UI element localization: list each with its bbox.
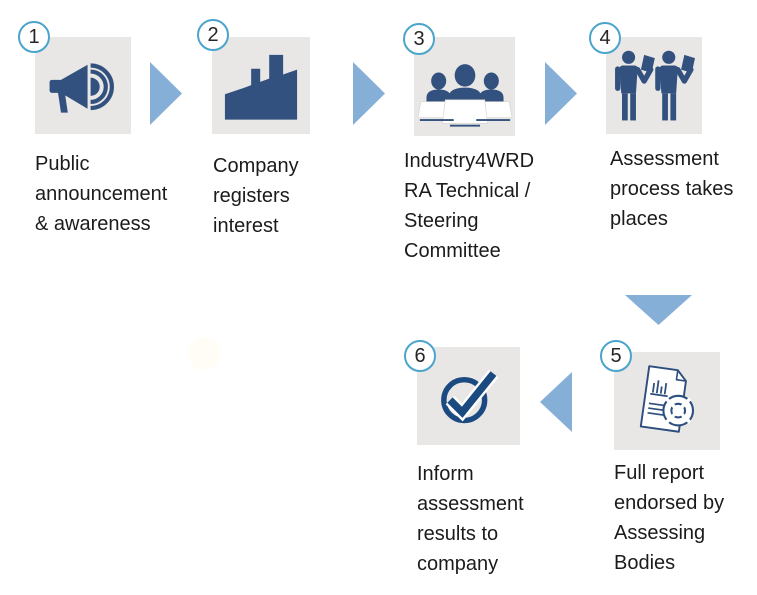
step-number-badge: 5: [600, 340, 632, 372]
checkmark-icon: [440, 369, 498, 424]
step-tile: [417, 347, 520, 445]
step-number-badge: 4: [589, 22, 621, 54]
assessors-icon: [615, 50, 695, 120]
step-label: Inform assessment results to company: [417, 463, 524, 575]
step-tile: [212, 37, 310, 134]
step-tile: [606, 37, 702, 134]
flow-arrow-right-icon: [353, 62, 385, 125]
step-number-badge: 1: [18, 21, 50, 53]
step-number-badge: 2: [197, 19, 229, 51]
step-label: Full report endorsed by Assessing Bodies: [614, 462, 725, 574]
flow-arrow-right-icon: [150, 62, 182, 125]
step-tile: [414, 37, 515, 136]
megaphone-icon: [49, 62, 114, 113]
committee-icon: [417, 64, 512, 127]
step-tile: [35, 37, 131, 134]
flow-arrow-right-icon: [545, 62, 577, 125]
step-label: Public announcement & awareness: [35, 153, 168, 235]
step-number-badge: 3: [403, 23, 435, 55]
step-label: Industry4WRD RA Technical / Steering Com…: [404, 150, 535, 262]
step-label: Assessment process takes places: [610, 148, 734, 230]
flow-arrow-left-icon: [540, 372, 572, 432]
factory-icon: [224, 54, 298, 120]
faint-circle-artifact: [188, 337, 221, 370]
flow-arrow-down-icon: [625, 295, 692, 325]
step-tile: [614, 352, 720, 450]
report-icon: [639, 365, 695, 433]
step-label: Company registers interest: [213, 155, 299, 237]
step-number-badge: 6: [404, 340, 436, 372]
